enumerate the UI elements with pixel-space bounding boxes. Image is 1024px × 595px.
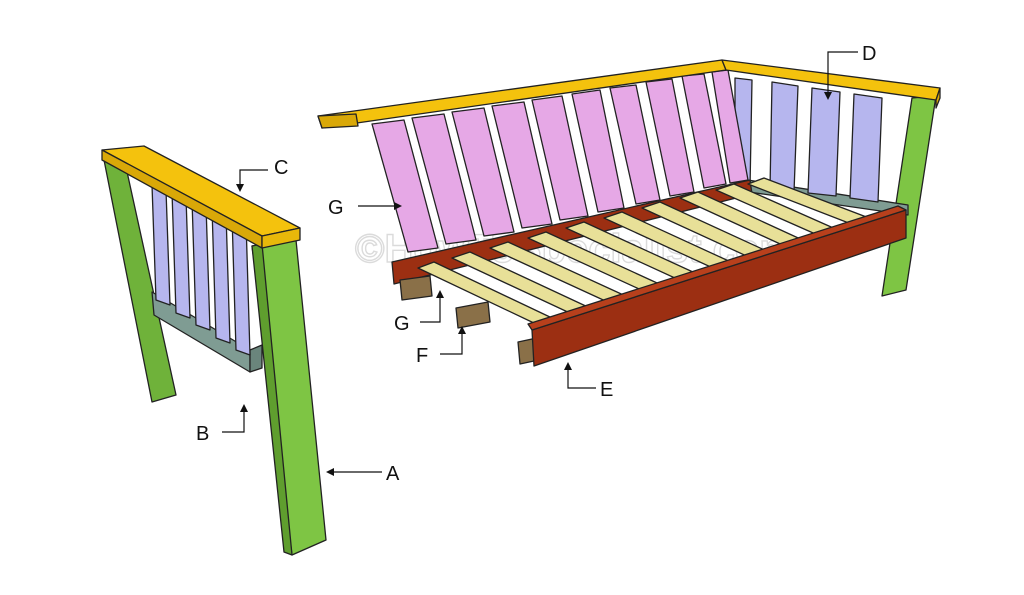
slat-d — [769, 81, 799, 193]
cleat-f — [455, 301, 491, 329]
arm-slat — [171, 191, 191, 319]
label-f: F — [416, 345, 428, 367]
leader-c — [236, 169, 268, 192]
label-e: E — [600, 379, 613, 401]
slat-d — [849, 93, 883, 203]
label-g-back: G — [328, 197, 344, 219]
label-c: C — [274, 157, 288, 179]
leader-f — [440, 326, 466, 355]
leader-g-seat — [420, 290, 444, 323]
label-g-seat: G — [394, 313, 410, 335]
rear-leg — [881, 95, 937, 297]
leader-g-back — [358, 202, 402, 210]
leader-e — [564, 362, 596, 389]
back-slat-g — [645, 78, 695, 197]
label-d: D — [862, 43, 876, 65]
back-slat-g — [411, 113, 477, 245]
back-slat-g — [571, 89, 625, 213]
label-b: B — [196, 423, 209, 445]
leader-d — [824, 51, 858, 100]
back-slat-g — [491, 101, 553, 229]
sofa-body — [317, 59, 941, 367]
label-a: A — [386, 463, 400, 485]
leader-b — [222, 404, 248, 433]
cleat-f — [399, 275, 433, 301]
back-slat-g — [451, 107, 515, 237]
leader-a — [326, 468, 382, 476]
arm-slat — [151, 184, 171, 306]
back-slat-g — [531, 95, 589, 221]
arm-slat — [191, 199, 211, 331]
slat-d — [807, 87, 841, 197]
back-slat-g — [371, 119, 439, 253]
arm-panel — [101, 145, 327, 556]
